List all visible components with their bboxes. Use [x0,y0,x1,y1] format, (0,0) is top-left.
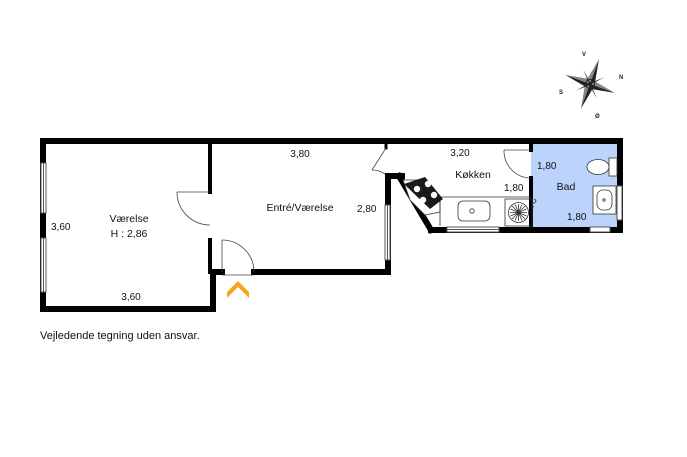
bath-sink [592,185,617,215]
dim-vaerelse-depth: 3,60 [51,222,71,233]
dim-bad-width: 1,80 [567,212,587,223]
room-label-kokken: Køkken [455,169,491,181]
dim-bad-depth: 1,80 [537,161,557,172]
room-label-vaerelse: Værelse [109,213,148,225]
dim-kokken-depth: 1,80 [504,183,524,194]
kitchen-sink [457,200,491,222]
fan-unit [504,198,537,227]
door-swings [176,147,532,276]
dim-kokken-width: 3,20 [450,148,470,159]
dim-entre-depth: 2,80 [357,204,377,215]
compass-west-label: V [582,52,586,58]
compass-north-label: N [619,75,623,81]
room-label-entre: Entré/Værelse [266,202,333,214]
dim-vaerelse-width: 3,60 [121,292,141,303]
disclaimer-text: Vejledende tegning uden ansvar. [40,330,200,342]
entrance-arrow [227,281,249,298]
compass-south-label: S [559,90,563,96]
compass-east-label: Ø [595,114,600,120]
toilet [586,157,618,177]
room-label-bad: Bad [557,181,576,193]
compass-rose [565,59,615,109]
window-bath [589,226,611,233]
window-bath-side [616,185,623,221]
windows [40,162,623,293]
room-height-vaerelse: H : 2,86 [111,228,148,240]
dim-entre-width: 3,80 [290,149,310,160]
stove [404,177,443,209]
